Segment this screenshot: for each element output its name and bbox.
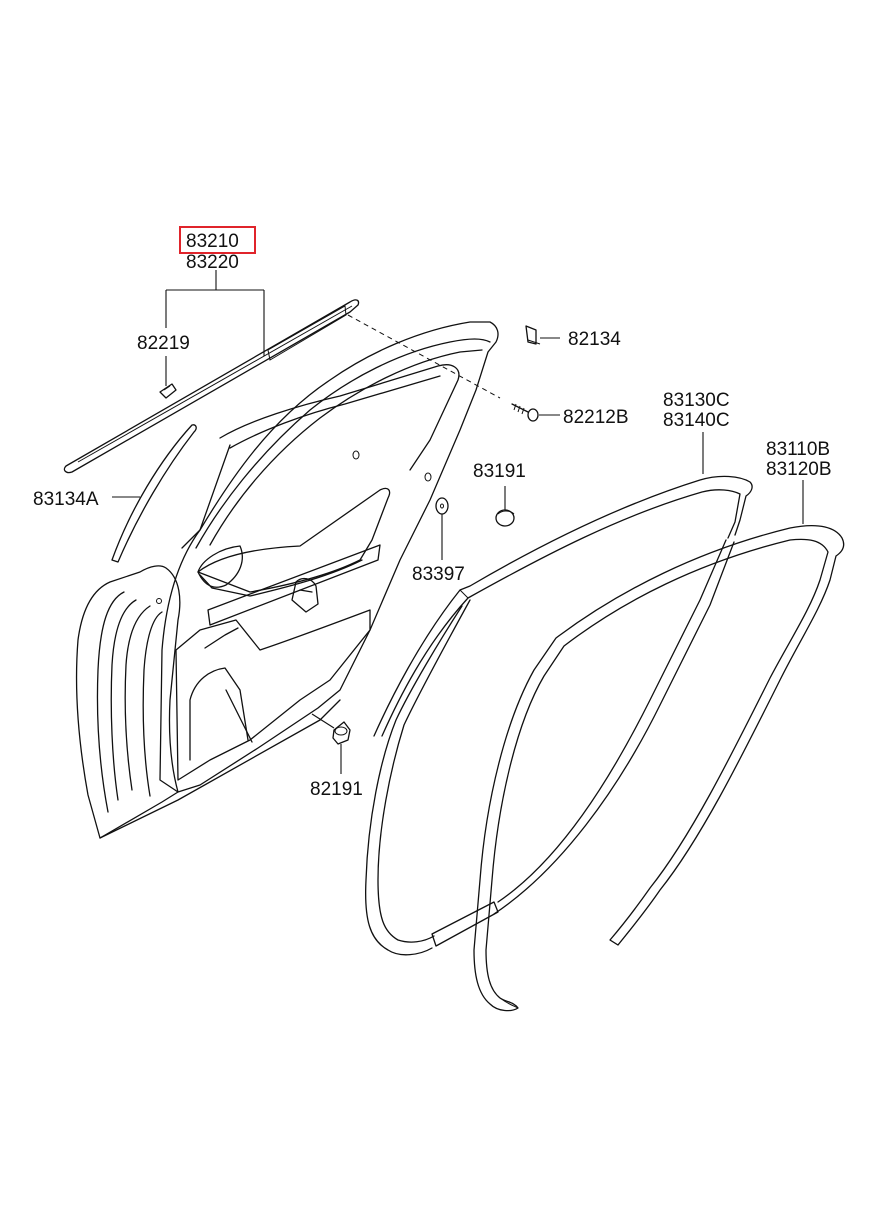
part-label-83140C[interactable]: 83140C [663, 410, 730, 431]
washer-83397 [435, 497, 449, 515]
belt-weatherstrip-outer [63, 299, 360, 474]
part-label-83130C[interactable]: 83130C [663, 390, 730, 411]
plug-83191 [495, 509, 515, 527]
leader-lines [112, 270, 804, 774]
part-label-83220[interactable]: 83220 [186, 252, 239, 273]
part-label-83134A[interactable]: 83134A [33, 489, 99, 510]
part-label-83210[interactable]: 83210 [186, 231, 239, 252]
plug-82191 [332, 721, 351, 745]
part-label-82134[interactable]: 82134 [568, 329, 621, 350]
clip-82134 [525, 325, 541, 345]
part-label-83397[interactable]: 83397 [412, 564, 465, 585]
part-label-82191[interactable]: 82191 [310, 779, 363, 800]
dashed-leader-belt [347, 314, 501, 399]
part-label-82219[interactable]: 82219 [137, 333, 190, 354]
part-label-82212B[interactable]: 82212B [563, 407, 629, 428]
weatherstrip-83110B [473, 524, 845, 1012]
screw-82212B [511, 403, 539, 422]
clip-82219 [159, 383, 177, 399]
channel-strip [111, 424, 197, 563]
door-panel [75, 321, 499, 839]
part-label-83110B[interactable]: 83110B [766, 439, 830, 460]
part-label-83120B[interactable]: 83120B [766, 459, 832, 480]
weatherstrip-83130C [364, 475, 753, 956]
highlight-box [179, 226, 256, 254]
part-label-83191[interactable]: 83191 [473, 461, 526, 482]
